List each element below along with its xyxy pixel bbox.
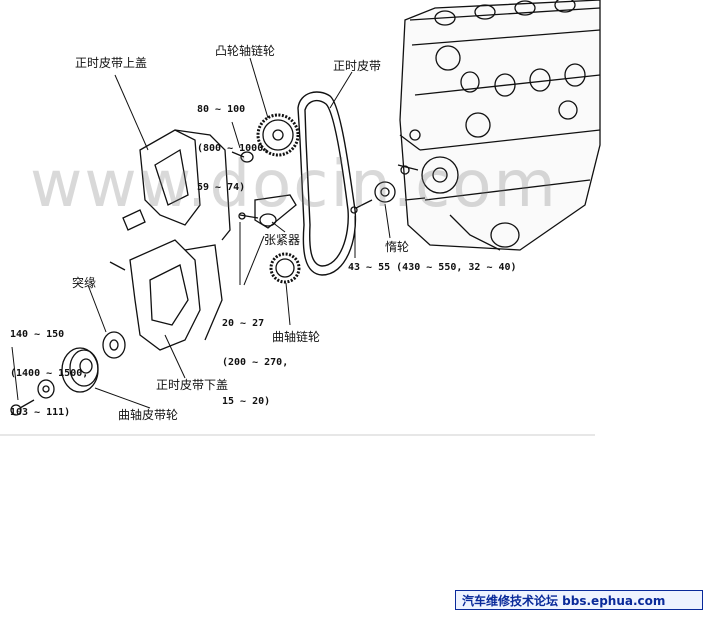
crank-sprocket-drawing bbox=[269, 252, 301, 284]
tensioner-drawing bbox=[238, 194, 297, 229]
torque-tensioner-line-1: 20 ~ 27 bbox=[222, 318, 265, 329]
torque-cam-line-3: 59 ~ 74) bbox=[197, 182, 246, 193]
torque-tensioner-line-2: (200 ~ 270, bbox=[222, 357, 289, 368]
footer-text: 汽车维修技术论坛 bbs.ephua.com bbox=[462, 594, 666, 608]
watermark: www.docin.com bbox=[30, 148, 558, 222]
torque-cam-line-2: (800 ~ 1000, bbox=[197, 143, 270, 154]
forum-footer-badge: 汽车维修技术论坛 bbs.ephua.com bbox=[455, 590, 703, 610]
torque-tensioner-line-3: 15 ~ 20) bbox=[222, 396, 271, 407]
torque-crank: 140 ~ 150 (1400 ~ 1500, 103 ~ 111) bbox=[10, 302, 88, 432]
crank-pulley-drawing bbox=[10, 331, 126, 416]
cam-sprocket-drawing bbox=[231, 113, 300, 163]
label-tensioner: 张紧器 bbox=[264, 233, 301, 247]
lower-cover-drawing bbox=[109, 239, 223, 351]
torque-cam: 80 ~ 100 (800 ~ 1000, 59 ~ 74) bbox=[197, 77, 269, 207]
idler-drawing bbox=[350, 181, 396, 214]
engine-block bbox=[397, 0, 601, 251]
torque-idler: 43 ~ 55 (430 ~ 550, 32 ~ 40) bbox=[348, 262, 517, 273]
label-idler: 惰轮 bbox=[385, 240, 410, 254]
torque-tensioner: 20 ~ 27 (200 ~ 270, 15 ~ 20) bbox=[222, 291, 288, 421]
upper-cover-drawing bbox=[122, 129, 231, 241]
torque-crank-line-2: (1400 ~ 1500, bbox=[10, 368, 89, 379]
timing-belt-outline bbox=[297, 91, 357, 276]
label-crank-pulley: 曲轴皮带轮 bbox=[118, 408, 179, 422]
label-crank-sprocket: 曲轴链轮 bbox=[272, 330, 321, 344]
label-upper-cover: 正时皮带上盖 bbox=[75, 56, 148, 70]
leader-lines bbox=[11, 57, 391, 409]
label-cam-sprocket: 凸轮轴链轮 bbox=[215, 44, 276, 58]
label-lower-cover: 正时皮带下盖 bbox=[156, 378, 229, 392]
label-timing-belt: 正时皮带 bbox=[333, 59, 382, 73]
label-flange: 突缘 bbox=[72, 276, 97, 290]
torque-cam-line-1: 80 ~ 100 bbox=[197, 104, 246, 115]
torque-crank-line-3: 103 ~ 111) bbox=[10, 407, 71, 418]
torque-crank-line-1: 140 ~ 150 bbox=[10, 329, 65, 340]
